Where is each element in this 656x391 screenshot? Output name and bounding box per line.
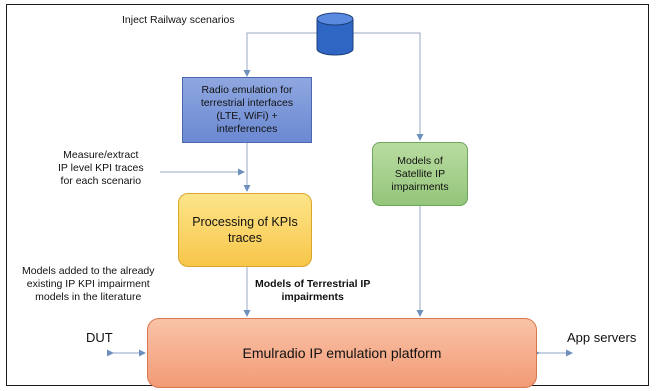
radio-emulation-box: Radio emulation for terrestrial interfac…: [182, 77, 312, 143]
emulation-platform-text: Emulradio IP emulation platform: [242, 345, 442, 361]
satellite-models-text: Models of Satellite IP impairments: [391, 154, 449, 193]
database-icon: [316, 12, 354, 56]
inject-label: Inject Railway scenarios: [122, 14, 235, 26]
arrow-db-to-radio: [243, 32, 317, 77]
kpi-processing-text: Processing of KPIs traces: [192, 215, 298, 245]
satellite-models-box: Models of Satellite IP impairments: [372, 142, 468, 206]
kpi-processing-box: Processing of KPIs traces: [178, 193, 312, 267]
dut-label: DUT: [86, 330, 113, 345]
arrow-db-to-right: [353, 32, 424, 141]
models-added-label: Models added to the already existing IP …: [22, 265, 155, 303]
emulation-platform-box: Emulradio IP emulation platform: [147, 318, 537, 388]
app-servers-label: App servers: [567, 330, 637, 345]
measure-label: Measure/extract IP level KPI traces for …: [58, 149, 144, 187]
radio-emulation-text: Radio emulation for terrestrial interfac…: [200, 84, 294, 135]
terrestrial-models-label: Models of Terrestrial IP impairments: [255, 278, 371, 303]
